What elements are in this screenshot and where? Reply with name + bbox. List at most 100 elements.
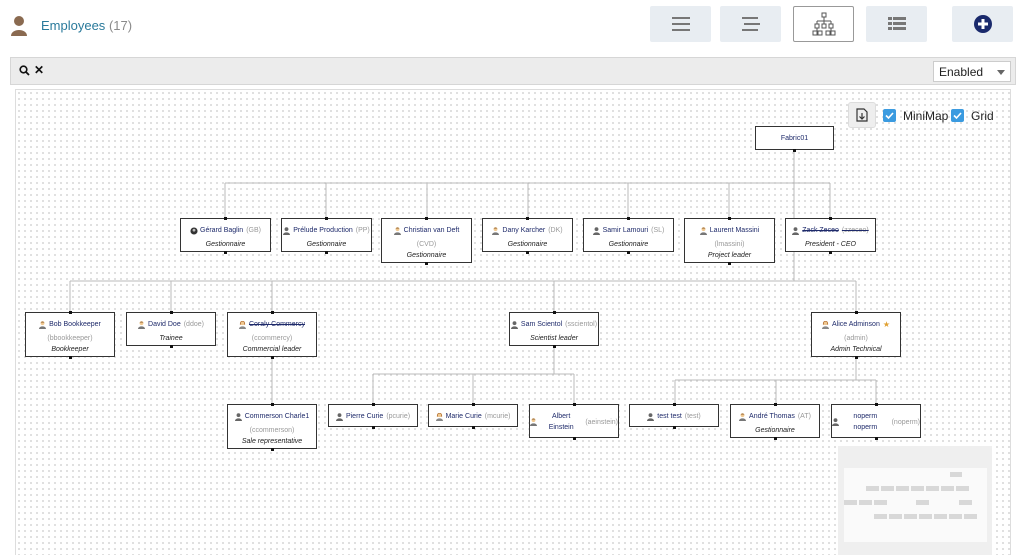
minimap-node bbox=[916, 500, 929, 505]
node-port bbox=[425, 216, 428, 220]
avatar bbox=[190, 226, 198, 235]
org-node[interactable]: Dany Karcher (DK)Gestionnaire bbox=[482, 218, 573, 252]
node-name: Marie Curie (mcurie) bbox=[435, 411, 511, 422]
node-port bbox=[270, 447, 274, 451]
avatar bbox=[335, 412, 343, 421]
chevron-down-icon bbox=[997, 70, 1005, 75]
page-header: Employees (17) bbox=[0, 0, 1024, 52]
minimap-node bbox=[859, 500, 872, 505]
minimap-viewport[interactable] bbox=[844, 468, 987, 542]
org-node[interactable]: Laurent Massini(lmassini)Project leader bbox=[684, 218, 775, 263]
node-port bbox=[425, 261, 428, 265]
search-toolbar: ✕ Enabled bbox=[10, 57, 1016, 85]
node-port bbox=[169, 310, 173, 314]
star-icon: ★ bbox=[882, 320, 891, 329]
node-login: (aeinstein) bbox=[585, 418, 618, 426]
node-login: (GB) bbox=[246, 227, 261, 234]
org-node[interactable]: Commerson Charle1(ccommerson)Sale repres… bbox=[227, 404, 317, 449]
avatar bbox=[832, 418, 839, 426]
org-node[interactable]: Marie Curie (mcurie) bbox=[428, 404, 518, 427]
org-node-root[interactable]: Fabric01 bbox=[755, 126, 834, 150]
node-login: (ccommerson) bbox=[249, 426, 295, 434]
node-port bbox=[68, 355, 72, 359]
node-name: Bob Bookkeeper bbox=[39, 319, 101, 330]
org-node[interactable]: Prélude Production (PP) Gestionnaire bbox=[281, 218, 372, 252]
search-icon[interactable] bbox=[19, 65, 30, 76]
node-name-text: Alice Adminson bbox=[831, 321, 880, 328]
avatar bbox=[393, 226, 401, 235]
node-name-text: Laurent Massini bbox=[709, 227, 760, 234]
org-node[interactable]: Zack Zeceo (zzeceo)President - CEO bbox=[785, 218, 876, 252]
node-login: (mcurie) bbox=[484, 413, 511, 420]
close-icon[interactable]: ✕ bbox=[34, 63, 45, 77]
export-button[interactable] bbox=[848, 102, 876, 128]
org-node[interactable]: Sam Scientol (sscientol)Scientist leader bbox=[509, 312, 599, 346]
node-port bbox=[526, 250, 529, 254]
org-node[interactable]: Albert Einstein (aeinstein) bbox=[529, 404, 619, 438]
add-employee-button[interactable] bbox=[952, 6, 1013, 42]
page-title[interactable]: Employees (17) bbox=[41, 18, 132, 33]
node-login: (bbookkeeper) bbox=[47, 334, 93, 342]
org-chart-view-button[interactable] bbox=[793, 6, 854, 42]
org-node[interactable]: André Thomas (AT)Gestionnaire bbox=[730, 404, 820, 438]
node-login: (PP) bbox=[355, 227, 370, 234]
minimap-checkbox[interactable] bbox=[883, 109, 896, 122]
check-icon bbox=[885, 112, 894, 120]
node-port bbox=[728, 261, 731, 265]
org-node[interactable]: Bob Bookkeeper(bbookkeeper)Bookkeeper bbox=[25, 312, 115, 357]
minimap-node bbox=[956, 486, 969, 491]
node-role: Commercial leader bbox=[242, 345, 302, 353]
node-name-text: Gérard Baglin bbox=[200, 227, 244, 234]
node-name-text: noperm noperm bbox=[853, 413, 878, 431]
minimap-node bbox=[934, 514, 947, 519]
node-name-text: Dany Karcher bbox=[502, 227, 546, 234]
indent-view-icon bbox=[741, 17, 760, 31]
org-node[interactable]: Coraly Commercy(ccommercy)Commercial lea… bbox=[227, 312, 317, 357]
node-login: (CVD) bbox=[416, 240, 437, 248]
node-role: Trainee bbox=[159, 334, 183, 342]
org-node[interactable]: Samir Lamouri (SL)Gestionnaire bbox=[583, 218, 674, 252]
node-port bbox=[270, 402, 274, 406]
node-port bbox=[325, 216, 328, 220]
table-view-button[interactable] bbox=[866, 6, 927, 42]
grid-checkbox[interactable] bbox=[951, 109, 964, 122]
node-login: (AT) bbox=[797, 413, 811, 420]
node-login: (ddoe) bbox=[183, 321, 204, 328]
node-login: (admin) bbox=[844, 334, 868, 342]
node-login: (sscientol) bbox=[565, 321, 598, 328]
node-name-text: Samir Lamouri bbox=[602, 227, 649, 234]
minimap-node bbox=[941, 486, 954, 491]
org-node[interactable]: Alice Adminson ★(admin)Admin Technical bbox=[811, 312, 901, 357]
avatar bbox=[739, 412, 747, 421]
org-node[interactable]: Christian van Deft(CVD)Gestionnaire bbox=[381, 218, 472, 263]
list-view-button[interactable] bbox=[650, 6, 711, 42]
node-port bbox=[773, 402, 777, 406]
node-name: Prélude Production (PP) bbox=[283, 225, 370, 236]
node-login: (zzeceo) bbox=[841, 227, 869, 234]
node-role: President - CEO bbox=[805, 240, 856, 248]
indent-view-button[interactable] bbox=[720, 6, 781, 42]
org-node[interactable]: Pierre Curie (pcurie) bbox=[328, 404, 418, 427]
node-port bbox=[224, 250, 227, 254]
node-role: Gestionnaire bbox=[306, 240, 347, 248]
node-port bbox=[874, 402, 878, 406]
node-port bbox=[854, 310, 858, 314]
org-node[interactable]: David Doe (ddoe)Trainee bbox=[126, 312, 216, 346]
node-name: André Thomas (AT) bbox=[739, 411, 811, 422]
org-node[interactable]: Gérard Baglin (GB)Gestionnaire bbox=[180, 218, 271, 252]
minimap-node bbox=[949, 514, 962, 519]
node-port bbox=[552, 344, 556, 348]
node-login: (SL) bbox=[651, 227, 665, 234]
node-port bbox=[672, 402, 676, 406]
node-login: (test) bbox=[684, 413, 701, 420]
node-port bbox=[471, 425, 475, 429]
org-chart-icon bbox=[812, 12, 835, 36]
avatar bbox=[238, 320, 246, 329]
node-name: Albert Einstein (aeinstein) bbox=[530, 411, 618, 433]
status-select[interactable]: Enabled bbox=[933, 61, 1011, 82]
org-node[interactable]: noperm noperm (noperm) bbox=[831, 404, 921, 438]
node-login: (lmassini) bbox=[714, 240, 745, 248]
avatar bbox=[492, 226, 500, 235]
minimap[interactable] bbox=[838, 446, 992, 555]
org-node[interactable]: test test (test) bbox=[629, 404, 719, 427]
